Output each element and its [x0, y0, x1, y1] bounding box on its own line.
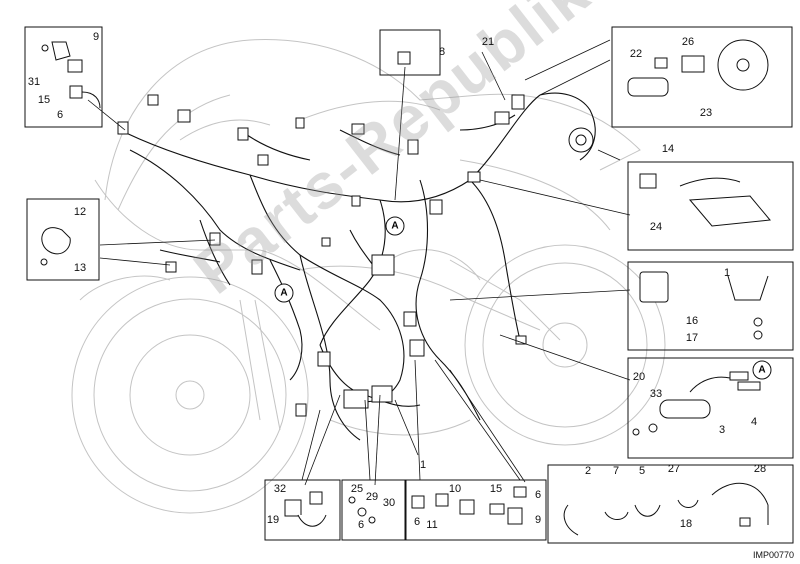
callout-15: 15 — [489, 483, 503, 495]
callout-24: 24 — [649, 221, 663, 233]
callout-6: 6 — [534, 489, 542, 501]
callout-20: 20 — [632, 371, 646, 383]
callout-9: 9 — [92, 31, 100, 43]
wiring-harness — [119, 92, 596, 441]
gear-icon — [568, 127, 594, 153]
callout-30: 30 — [382, 497, 396, 509]
callout-23: 23 — [699, 107, 713, 119]
callout-11: 11 — [426, 519, 438, 531]
callout-2: 2 — [584, 465, 592, 477]
callout-26: 26 — [681, 36, 695, 48]
reference-marker-a: A — [752, 360, 772, 380]
callout-27: 27 — [667, 463, 681, 475]
callout-28: 28 — [753, 463, 767, 475]
callout-1: 1 — [419, 459, 427, 471]
callout-16: 16 — [685, 315, 699, 327]
callout-1: 1 — [723, 267, 731, 279]
callout-10: 10 — [448, 483, 462, 495]
callout-32: 32 — [273, 483, 287, 495]
callout-21: 21 — [481, 36, 495, 48]
callout-33: 33 — [649, 388, 663, 400]
callout-15: 15 — [37, 94, 51, 106]
part-sketches — [40, 39, 771, 536]
callout-25: 25 — [350, 483, 364, 495]
callout-29: 29 — [365, 491, 379, 503]
callout-12: 12 — [73, 206, 87, 218]
callout-6: 6 — [56, 109, 64, 121]
callout-13: 13 — [73, 262, 87, 274]
callout-4: 4 — [750, 416, 758, 428]
callout-22: 22 — [629, 48, 643, 60]
callout-19: 19 — [266, 514, 280, 526]
callout-17: 17 — [685, 332, 699, 344]
reference-marker-a: A — [274, 283, 294, 303]
callout-7: 7 — [612, 465, 620, 477]
drawing-code: IMP00770 — [752, 550, 794, 560]
callout-31: 31 — [27, 76, 41, 88]
reference-marker-a: A — [385, 216, 405, 236]
motorcycle-outline — [71, 39, 666, 514]
callout-8: 8 — [438, 46, 446, 58]
callout-5: 5 — [638, 465, 646, 477]
connectors — [117, 94, 527, 417]
leader-lines — [87, 39, 631, 486]
callout-6: 6 — [413, 516, 421, 528]
callout-3: 3 — [718, 424, 726, 436]
callout-14: 14 — [661, 143, 675, 155]
callout-9: 9 — [534, 514, 542, 526]
detail-boxes — [24, 26, 794, 544]
callout-18: 18 — [679, 518, 693, 530]
callout-6: 6 — [357, 519, 365, 531]
